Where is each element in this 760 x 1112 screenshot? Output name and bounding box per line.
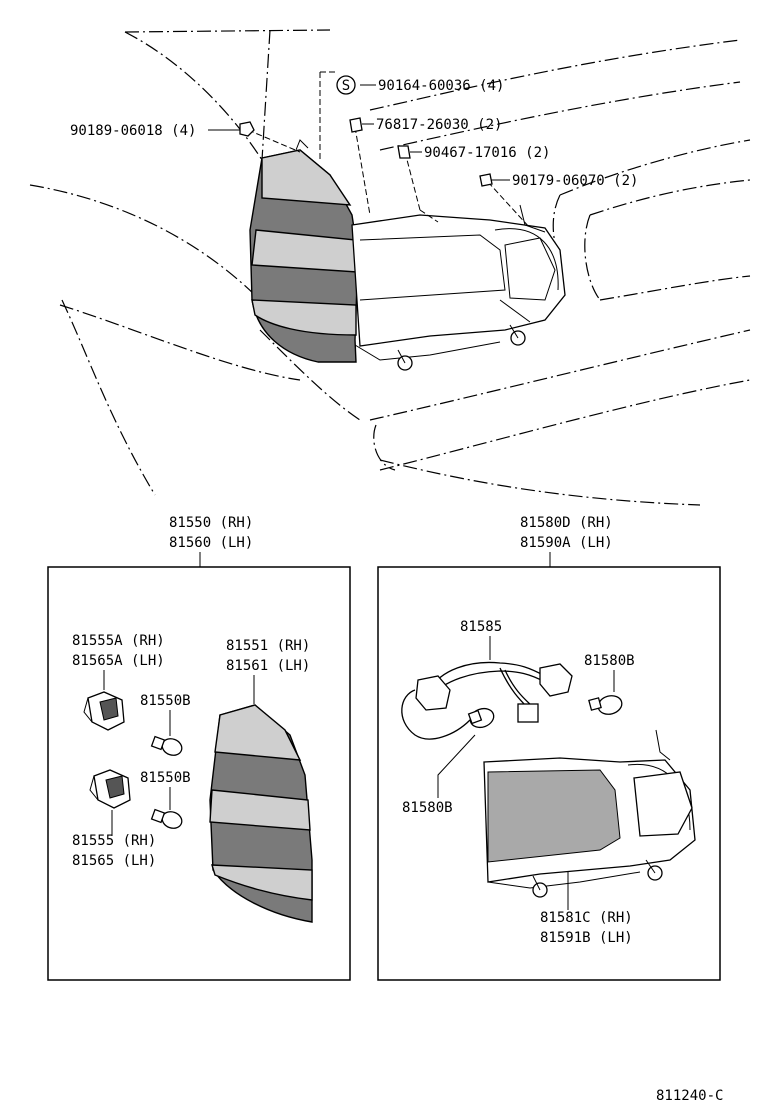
nut-icon (479, 173, 493, 187)
callout-90467: 90467-17016 (2) (424, 145, 550, 161)
bulb-1-icon (150, 735, 183, 756)
socket-a-rh-label: 81555A (RH) (72, 633, 165, 649)
socket-a-lh-label: 81565A (LH) (72, 653, 165, 669)
callout-76817: 76817-26030 (2) (376, 117, 502, 133)
right-box-title-lh: 81590A (LH) (520, 535, 613, 551)
screw-icon (397, 145, 411, 159)
bulb-2-label: 81550B (140, 770, 191, 786)
socket-lh-label: 81565 (LH) (72, 853, 156, 869)
fasteners: S (239, 75, 493, 187)
top-leaders (208, 71, 531, 229)
right-box-title-rh: 81580D (RH) (520, 515, 613, 531)
left-parts-box (47, 566, 351, 981)
s-mark-icon (336, 75, 356, 95)
housing-rh-label: 81581C (RH) (540, 910, 633, 926)
rear-lamp-outer-assembly (249, 139, 359, 363)
bulb-top-label: 81580B (584, 653, 635, 669)
diagram-code: 811240-C (656, 1088, 723, 1104)
bulb-bottom-label: 81580B (402, 800, 453, 816)
housing-icon (483, 729, 696, 898)
callout-90189: 90189-06018 (4) (70, 123, 196, 139)
socket-icon (89, 769, 131, 809)
clip-icon (349, 117, 363, 133)
callout-90179: 90179-06070 (2) (512, 173, 638, 189)
bulb-top-icon (588, 695, 623, 715)
lens-lh-label: 81561 (LH) (226, 658, 310, 674)
lens-rh-label: 81551 (RH) (226, 638, 310, 654)
socket-rh-label: 81555 (RH) (72, 833, 156, 849)
s-mark-label: S (342, 78, 350, 94)
callout-90164: 90164-60036 (4) (378, 78, 504, 94)
bulb-2-icon (150, 808, 183, 829)
rear-lamp-inner-housing (351, 204, 566, 371)
housing-lh-label: 81591B (LH) (540, 930, 633, 946)
left-box-title-rh: 81550 (RH) (169, 515, 253, 531)
harness-label: 81585 (460, 619, 502, 635)
left-box-title-lh: 81560 (LH) (169, 535, 253, 551)
lens-icon (209, 704, 313, 923)
nut-icon (239, 121, 255, 137)
bulb-1-label: 81550B (140, 693, 191, 709)
socket-a-icon (83, 691, 125, 731)
right-parts-box (377, 566, 721, 981)
harness-icon (401, 661, 573, 740)
